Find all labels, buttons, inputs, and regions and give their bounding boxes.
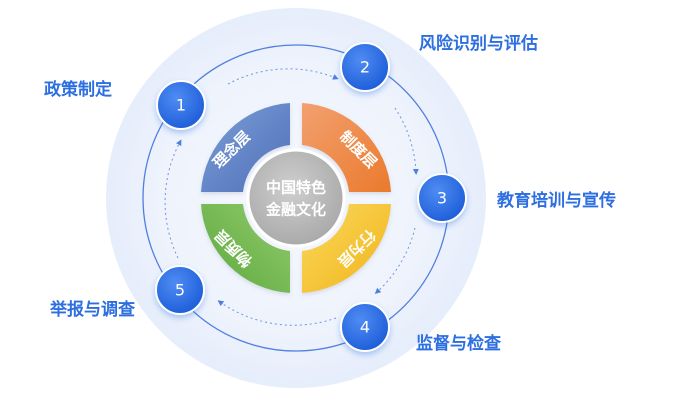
layer-quadrant-q2 <box>302 103 391 192</box>
step-node-1: 1 <box>156 80 206 130</box>
step-node-3: 3 <box>417 173 467 223</box>
flow-arrow-1-2 <box>227 68 339 85</box>
step-number-4: 4 <box>360 318 370 337</box>
step-label-2: 风险识别与评估 <box>419 34 538 54</box>
step-number-5: 5 <box>175 281 185 300</box>
center-title-line2: 金融文化 <box>265 201 326 219</box>
inner-flow-arrows <box>164 68 419 326</box>
step-node-4: 4 <box>340 302 390 352</box>
flow-arrow-2-3 <box>394 107 419 175</box>
step-number-2: 2 <box>360 58 370 77</box>
flow-arrow-5-1 <box>164 139 182 259</box>
layer-quadrant-q3 <box>302 204 391 293</box>
step-label-5: 举报与调查 <box>50 300 135 320</box>
layer-quadrants <box>201 103 391 293</box>
step-number-3: 3 <box>437 189 447 208</box>
step-label-3: 教育培训与宣传 <box>497 191 616 211</box>
step-node-2: 2 <box>340 42 390 92</box>
step-label-4: 监督与检查 <box>416 334 501 354</box>
center-circle <box>246 148 346 248</box>
step-label-1: 政策制定 <box>44 80 112 100</box>
layer-quadrant-q4 <box>201 204 290 293</box>
layer-quadrant-q1 <box>201 103 290 192</box>
step-number-1: 1 <box>176 96 186 115</box>
step-node-5: 5 <box>155 265 205 315</box>
center-title-line1: 中国特色 <box>266 179 326 197</box>
flow-arrow-4-5 <box>217 300 337 326</box>
